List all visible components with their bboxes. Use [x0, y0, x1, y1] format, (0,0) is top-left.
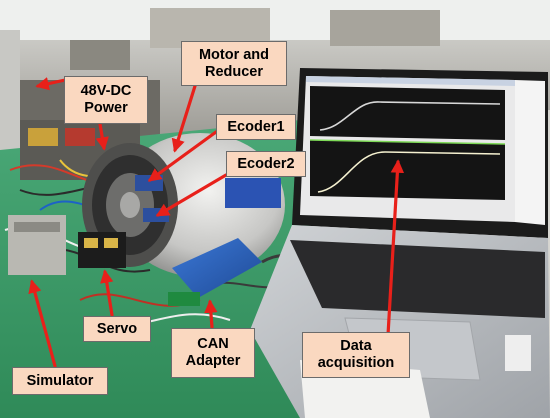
simulator-callout: Simulator [12, 367, 108, 395]
servo-callout: Servo [83, 316, 151, 342]
simulator-label-plate [14, 222, 60, 232]
servo-driver-board [78, 232, 126, 268]
servo-chip-2 [104, 238, 118, 248]
can-adapter-callout: CAN Adapter [171, 328, 255, 378]
power-terminal [28, 128, 58, 146]
arrow-data-acquisition [386, 159, 405, 337]
ceiling-light-area [0, 0, 550, 40]
acquired-signal-2 [317, 151, 501, 193]
screen-toolbar [306, 76, 515, 86]
plot-panel-bottom [310, 140, 505, 200]
arrow-power-down [95, 122, 109, 151]
arrow-encoder1 [147, 130, 218, 182]
encoder1-callout: Ecoder1 [216, 114, 296, 140]
arrow-simulator [28, 279, 57, 368]
plot-panel-top [310, 86, 505, 140]
encoder2-callout: Ecoder2 [226, 151, 306, 177]
control-board [225, 178, 281, 208]
data-acquisition-callout: Data acquisition [302, 332, 410, 378]
arrow-power-left [35, 77, 67, 91]
encoder1-board [135, 175, 163, 191]
laptop-sticker [505, 335, 531, 371]
background-cabinet [330, 10, 440, 46]
screen-side-panel [515, 80, 545, 225]
plot-divider [309, 139, 506, 145]
can-adapter-body [172, 238, 262, 298]
motor-shaft [120, 192, 140, 218]
servo-chip [84, 238, 98, 248]
acquired-signal-1 [319, 101, 501, 131]
wall-pillar [0, 30, 20, 150]
power-callout: 48V-DC Power [64, 76, 148, 124]
annotation-arrows [28, 77, 405, 368]
arrow-can-adapter [204, 299, 218, 329]
arrow-servo [100, 269, 114, 317]
arrow-motor-reducer [171, 84, 197, 153]
background-equipment [70, 40, 130, 70]
can-terminal-block [168, 292, 200, 306]
motor-and-reducer-callout: Motor and Reducer [181, 41, 287, 86]
arrow-encoder2 [155, 173, 228, 217]
power-terminal-red [65, 128, 95, 146]
laptop-keyboard [290, 240, 545, 318]
